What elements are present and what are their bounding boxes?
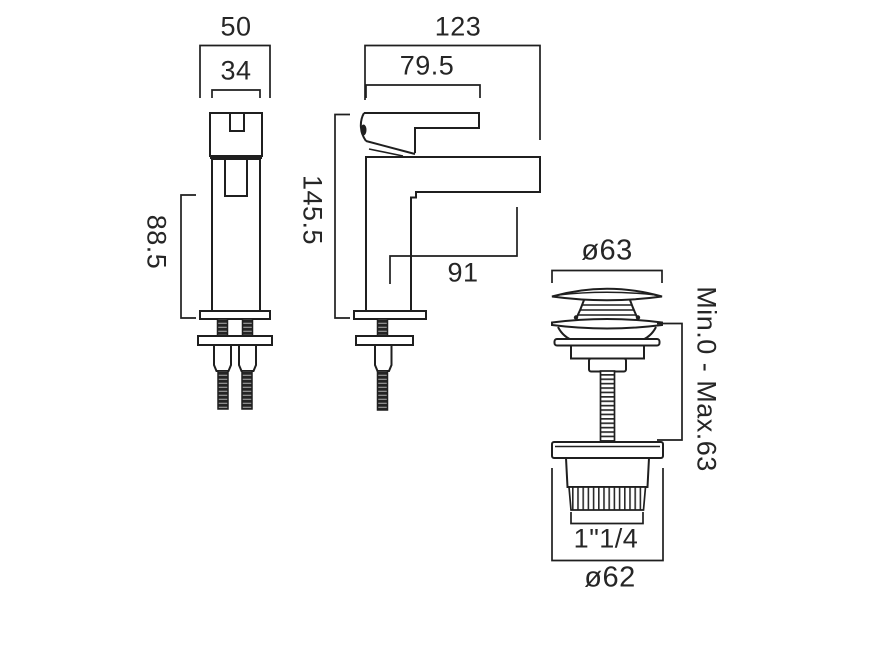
waste-lower-body <box>564 457 651 488</box>
mounting-stud <box>241 318 254 337</box>
dim-bracket-flange-diameter <box>551 468 664 562</box>
dim-bracket-overall-depth <box>364 44 541 140</box>
dim-label-overall-width: 50 <box>220 11 252 42</box>
fixing-nut <box>238 344 257 372</box>
dim-bracket-adjustment-range <box>657 322 683 441</box>
collar-seal <box>573 315 579 320</box>
dim-label-body-width: 34 <box>220 55 252 86</box>
waste-view <box>551 269 683 562</box>
dim-bracket-cap-diameter <box>551 269 663 283</box>
threaded-rod <box>376 370 389 411</box>
waste-cap-underline <box>557 291 657 296</box>
waste-thread-section <box>568 486 647 511</box>
mounting-stud <box>376 318 389 337</box>
dim-bracket-body-width <box>211 89 261 98</box>
dim-bracket-thread-size <box>570 512 644 525</box>
handle-underside <box>365 140 416 155</box>
mounting-stud <box>216 318 229 337</box>
handle-lever <box>364 112 480 153</box>
dim-label-thread-size: 1"1/4 <box>573 523 639 554</box>
front-view <box>180 44 273 410</box>
dim-label-overall-height: 145.5 <box>297 174 328 246</box>
waste-lower-flange <box>551 441 664 459</box>
handle-lever-end <box>359 112 367 142</box>
fixing-nut <box>213 344 232 372</box>
handle-underside-line <box>368 148 404 157</box>
dim-bracket-overall-height <box>334 113 350 319</box>
waste-upper-body <box>570 344 645 360</box>
tap-body-side <box>365 156 541 311</box>
threaded-rod <box>217 370 229 410</box>
dim-label-overall-depth: 123 <box>434 11 482 42</box>
dim-label-flange-diameter: ø62 <box>584 561 636 594</box>
collar-seal <box>635 315 641 320</box>
side-view <box>334 44 541 411</box>
tap-body-front <box>211 158 261 312</box>
base-plate-side <box>353 310 427 320</box>
dim-bracket-handle-projection <box>365 84 481 98</box>
dim-bracket-overall-width <box>199 44 271 98</box>
washer-plate-front <box>197 335 273 346</box>
handle-front <box>209 112 263 157</box>
dim-label-cap-diameter: ø63 <box>581 234 633 267</box>
handle-pivot <box>360 124 367 136</box>
base-plate-front <box>199 310 271 320</box>
waste-neck <box>588 357 627 373</box>
dim-bracket-body-height <box>180 194 196 319</box>
dim-label-adjustment-range: Min.0 - Max.63 <box>691 286 722 472</box>
dim-label-body-height: 88.5 <box>141 214 172 270</box>
washer-plate-side <box>355 335 414 346</box>
waste-threaded-stem <box>599 370 616 443</box>
waste-top-flange <box>551 318 663 330</box>
waste-cap-dome <box>551 287 663 302</box>
dim-label-spout-projection: 91 <box>447 257 479 288</box>
dim-bracket-spout-projection <box>389 207 518 284</box>
dim-label-handle-projection: 79.5 <box>399 50 455 81</box>
threaded-rod <box>241 370 253 410</box>
handle-slot <box>229 113 245 132</box>
fixing-nut <box>374 344 393 372</box>
spout-front <box>224 158 248 197</box>
